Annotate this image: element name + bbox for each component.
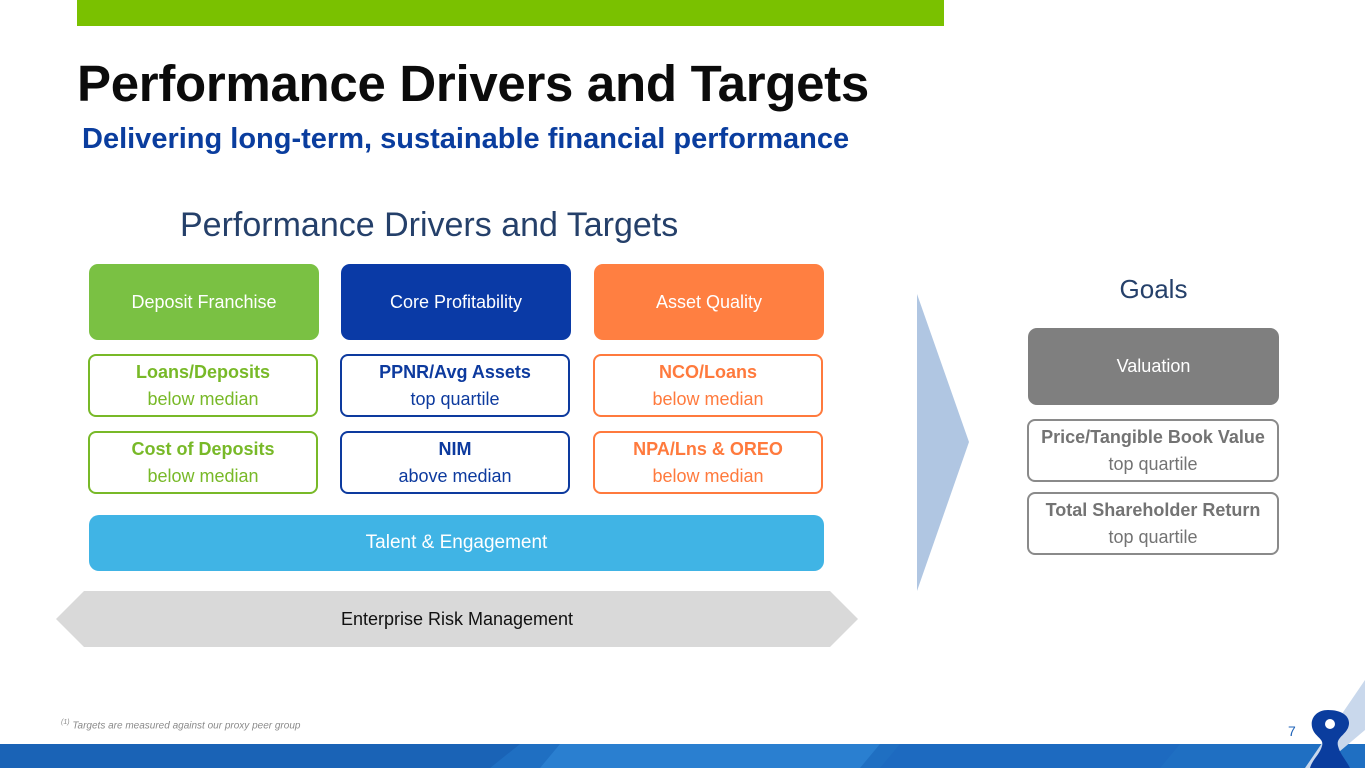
metric-name: NPA/Lns & OREO — [633, 438, 783, 459]
valuation-header: Valuation — [1028, 328, 1279, 405]
drivers-heading: Performance Drivers and Targets — [180, 206, 679, 244]
enterprise-risk-banner — [56, 591, 858, 647]
core-profitability-label: Core Profitability — [389, 291, 523, 312]
enterprise-risk-label: Enterprise Risk Management — [340, 608, 574, 629]
metric-npa-lns-oreo: NPA/Lns & OREO below median — [593, 431, 823, 494]
brand-logo-icon — [1305, 680, 1365, 768]
metric-name: Loans/Deposits — [135, 361, 271, 382]
metric-target: top quartile — [410, 388, 500, 409]
metric-nim: NIM above median — [340, 431, 570, 494]
metric-target: top quartile — [1108, 453, 1198, 474]
metric-target: top quartile — [1108, 526, 1198, 547]
top-accent-bar — [77, 0, 944, 26]
metric-target: below median — [147, 388, 259, 409]
core-profitability-header: Core Profitability — [341, 264, 571, 340]
metric-name: Price/Tangible Book Value — [1041, 426, 1265, 447]
goal-total-shareholder-return: Total Shareholder Return top quartile — [1027, 492, 1279, 555]
metric-loans-deposits: Loans/Deposits below median — [88, 354, 318, 417]
deposit-franchise-header: Deposit Franchise — [89, 264, 319, 340]
footnote-marker: (1) — [61, 719, 70, 726]
talent-engagement-label: Talent & Engagement — [365, 532, 548, 553]
asset-quality-label: Asset Quality — [655, 291, 763, 312]
footnote-text: Targets are measured against our proxy p… — [72, 720, 301, 732]
footnote: (1) Targets are measured against our pro… — [61, 719, 300, 731]
talent-engagement-bar: Talent & Engagement — [89, 515, 824, 571]
page-title: Performance Drivers and Targets — [77, 55, 869, 112]
metric-target: below median — [652, 465, 764, 486]
metric-target: above median — [398, 465, 512, 486]
bottom-decorative-band — [0, 744, 1365, 768]
goals-heading: Goals — [1119, 274, 1188, 304]
goal-price-tangible-book: Price/Tangible Book Value top quartile — [1027, 419, 1279, 482]
valuation-label: Valuation — [1116, 356, 1191, 376]
metric-ppnr-avg-assets: PPNR/Avg Assets top quartile — [340, 354, 570, 417]
metric-name: NIM — [438, 438, 472, 459]
metric-nco-loans: NCO/Loans below median — [593, 354, 823, 417]
metric-name: PPNR/Avg Assets — [379, 361, 531, 382]
page-subtitle: Delivering long-term, sustainable financ… — [82, 123, 850, 155]
metric-cost-of-deposits: Cost of Deposits below median — [88, 431, 318, 494]
deposit-franchise-label: Deposit Franchise — [131, 291, 277, 312]
metric-name: NCO/Loans — [658, 361, 757, 382]
asset-quality-header: Asset Quality — [594, 264, 824, 340]
metric-target: below median — [652, 388, 764, 409]
page-number: 7 — [1288, 723, 1296, 739]
chevron-right-icon — [917, 294, 969, 591]
metric-target: below median — [147, 465, 259, 486]
metric-name: Total Shareholder Return — [1045, 499, 1261, 520]
metric-name: Cost of Deposits — [131, 438, 275, 459]
